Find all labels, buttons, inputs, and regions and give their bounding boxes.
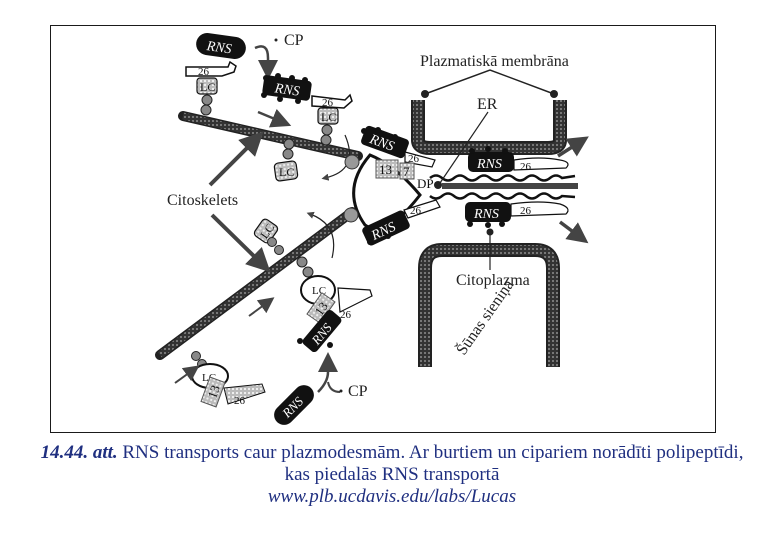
dp-label: DP — [417, 176, 434, 191]
svg-text:26: 26 — [234, 395, 246, 407]
lc-complex-upper-left: 26 LC — [185, 60, 237, 116]
svg-text:26: 26 — [340, 309, 352, 321]
caption-line-2: kas piedalās RNS transportā — [284, 464, 500, 485]
svg-text:RNS: RNS — [476, 157, 502, 172]
cp-arrow-top — [254, 45, 278, 80]
exit-arrow-upper — [557, 136, 589, 158]
lc-above-lower: LC — [253, 218, 284, 255]
cytoskeleton-label: Citoskelets — [167, 192, 238, 209]
caption-text-1: RNS transports caur plazmodesmām. Ar bur… — [117, 442, 744, 463]
svg-text:LC: LC — [200, 80, 215, 94]
figure-number: 14.44. att. — [40, 442, 118, 463]
motion-arrow-upper — [257, 108, 292, 128]
svg-text:26: 26 — [520, 161, 532, 173]
svg-text:RNS: RNS — [273, 81, 301, 99]
rns-in-channel-lower: RNS 26 — [465, 201, 569, 228]
rns-in-channel-upper: RNS 26 — [468, 146, 569, 173]
cp-arrow-bottom — [317, 352, 338, 393]
cell-wall-lower — [418, 228, 560, 367]
cp-split-line — [327, 381, 341, 393]
rns-free-top: RNS — [196, 33, 246, 59]
svg-text:13: 13 — [204, 383, 223, 400]
exit-arrow-lower — [558, 220, 589, 244]
svg-text:26: 26 — [408, 153, 420, 165]
lc-complex-lower-left: LC 13 26 — [191, 351, 266, 408]
svg-text:LC: LC — [279, 165, 294, 179]
rns-label: RNS — [205, 39, 233, 57]
return-arrow-lower — [306, 211, 335, 259]
cytoskeleton-pointer-down — [210, 213, 271, 273]
motion-arrow-lower-left — [174, 365, 200, 384]
plasmodesma: RNS 26 13 7 DP RNS 26 — [343, 125, 578, 246]
svg-text:7: 7 — [403, 164, 410, 179]
svg-text:26: 26 — [520, 205, 532, 217]
svg-text:13: 13 — [379, 162, 392, 177]
motion-arrow-lower-middle — [248, 297, 275, 317]
cp-label-top: CP — [284, 32, 304, 49]
figure-frame — [50, 25, 716, 433]
er-label: ER — [477, 96, 498, 113]
svg-text:RNS: RNS — [473, 207, 499, 222]
svg-text:LC: LC — [321, 110, 336, 124]
cp-label-bottom: CP — [348, 383, 368, 400]
lc-complex-lower-middle: LC 13 26 RNS — [296, 256, 373, 353]
svg-text:26: 26 — [410, 205, 422, 217]
lc-below-upper: LC — [273, 138, 299, 182]
cytoplasm-label: Citoplazma — [456, 272, 530, 289]
cytoskeleton-pointer-up — [208, 131, 264, 187]
source-url: www.plb.ucdavis.edu/labs/Lucas — [267, 486, 517, 507]
rns-free-bottom: RNS — [274, 385, 314, 425]
cytoskeleton-lower — [155, 207, 357, 360]
rns-bound-upper: RNS 26 LC — [261, 73, 353, 146]
svg-text:26: 26 — [198, 66, 210, 78]
cp-dot-bottom — [339, 389, 343, 393]
caption-line-1: 14.44. att. RNS transports caur plazmode… — [0, 442, 784, 464]
figure-caption: 14.44. att. RNS transports caur plazmode… — [0, 442, 784, 508]
cytoskeleton-upper — [178, 111, 363, 161]
plasma-membrane-label: Plazmatiskā membrāna — [420, 53, 569, 70]
er-pointer — [439, 111, 489, 184]
rna-transport-diagram: RNS CP 26 LC RNS 26 LC LC Citoskelets — [155, 32, 589, 425]
svg-text:26: 26 — [322, 97, 334, 109]
cp-dot-top — [274, 38, 278, 42]
